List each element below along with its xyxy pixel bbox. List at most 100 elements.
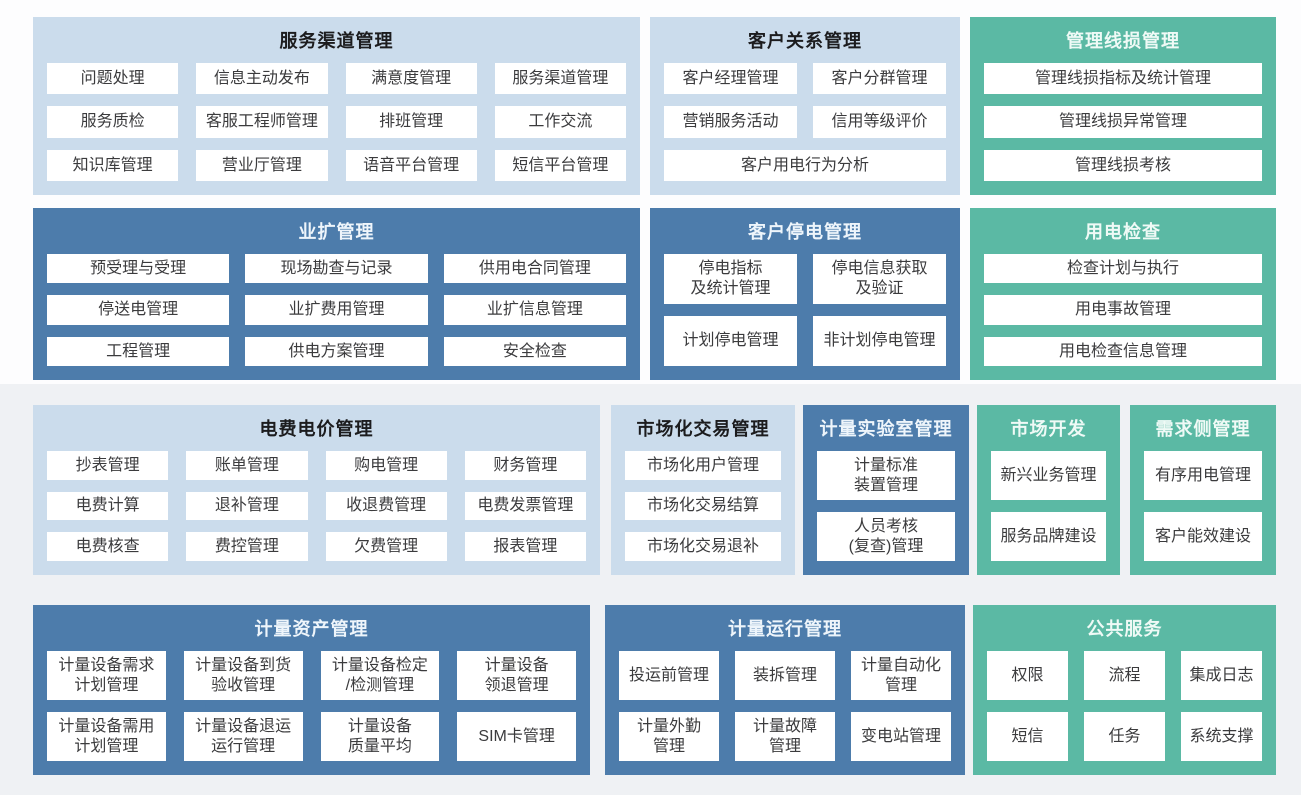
- module-item: 供电方案管理: [245, 336, 428, 366]
- panel-items: 管理线损指标及统计管理管理线损异常管理管理线损考核: [970, 63, 1276, 195]
- module-item: 报表管理: [464, 532, 586, 561]
- panel-title: 业扩管理: [298, 222, 375, 242]
- module-item: 任务: [1084, 712, 1165, 761]
- panel-metering-lab-mgmt: 计量实验室管理 计量标准 装置管理人员考核 (复查)管理: [803, 405, 969, 575]
- panel-electricity-fee-price-mgmt: 电费电价管理 抄表管理账单管理购电管理财务管理电费计算退补管理收退费管理电费发票…: [33, 405, 600, 575]
- module-item: 计量设备检定 /检测管理: [320, 651, 440, 700]
- panel-title: 客户停电管理: [748, 222, 862, 242]
- module-item: 财务管理: [464, 451, 586, 480]
- module-item: 投运前管理: [619, 651, 719, 700]
- module-item: 费控管理: [186, 532, 308, 561]
- module-item: 非计划停电管理: [813, 316, 946, 366]
- module-item: 客户用电行为分析: [664, 149, 946, 181]
- panel-customer-outage-mgmt: 客户停电管理 停电指标 及统计管理停电信息获取 及验证计划停电管理非计划停电管理: [650, 208, 960, 380]
- panel-items: 市场化用户管理市场化交易结算市场化交易退补: [611, 451, 795, 575]
- panel-customer-relationship-mgmt: 客户关系管理 客户经理管理客户分群管理营销服务活动信用等级评价客户用电行为分析: [650, 17, 960, 195]
- module-item: 客户分群管理: [813, 63, 946, 95]
- module-item: 有序用电管理: [1144, 451, 1262, 500]
- module-item: 现场勘查与记录: [245, 254, 428, 284]
- module-item: 客服工程师管理: [196, 106, 328, 138]
- module-item: 用电检查信息管理: [984, 336, 1262, 366]
- module-item: SIM卡管理: [457, 712, 576, 761]
- module-item: 计量标准 装置管理: [817, 451, 955, 500]
- panel-items: 计量标准 装置管理人员考核 (复查)管理: [803, 451, 969, 575]
- panel-items: 停电指标 及统计管理停电信息获取 及验证计划停电管理非计划停电管理: [650, 254, 960, 380]
- module-item: 计量设备退运 运行管理: [183, 712, 303, 761]
- panel-title: 市场化交易管理: [636, 419, 770, 439]
- panel-title: 客户关系管理: [748, 31, 862, 51]
- panel-items: 新兴业务管理服务品牌建设: [977, 451, 1120, 575]
- module-item: 营销服务活动: [664, 106, 797, 138]
- module-item: 人员考核 (复查)管理: [817, 512, 955, 561]
- panel-business-expansion-mgmt: 业扩管理 预受理与受理现场勘查与记录供用电合同管理停送电管理业扩费用管理业扩信息…: [33, 208, 640, 380]
- module-item: 流程: [1084, 651, 1165, 700]
- module-item: 排班管理: [345, 106, 477, 138]
- module-item: 业扩信息管理: [443, 295, 626, 325]
- panel-items: 有序用电管理客户能效建设: [1130, 451, 1276, 575]
- panel-demand-side-mgmt: 需求侧管理 有序用电管理客户能效建设: [1130, 405, 1276, 575]
- module-item: 检查计划与执行: [984, 254, 1262, 284]
- module-item: 计量设备需求 计划管理: [47, 651, 166, 700]
- panel-title: 计量实验室管理: [819, 419, 953, 439]
- module-item: 计划停电管理: [664, 316, 797, 366]
- module-item: 计量外勤 管理: [619, 712, 719, 761]
- module-item: 知识库管理: [47, 149, 179, 181]
- module-item: 满意度管理: [345, 63, 477, 95]
- module-item: 计量故障 管理: [735, 712, 835, 761]
- module-item: 供用电合同管理: [443, 254, 626, 284]
- module-item: 计量设备需用 计划管理: [47, 712, 166, 761]
- panel-title: 服务渠道管理: [279, 31, 394, 51]
- module-item: 计量设备到货 验收管理: [183, 651, 303, 700]
- module-item: 客户能效建设: [1144, 512, 1262, 561]
- module-item: 电费发票管理: [464, 491, 586, 521]
- module-item: 工程管理: [47, 336, 230, 366]
- module-item: 市场化交易退补: [625, 532, 781, 561]
- module-item: 抄表管理: [47, 451, 169, 480]
- panel-items: 客户经理管理客户分群管理营销服务活动信用等级评价客户用电行为分析: [650, 63, 960, 195]
- module-item: 服务质检: [47, 106, 179, 138]
- module-item: 服务渠道管理: [494, 63, 626, 95]
- module-item: 计量设备 质量平均: [320, 712, 440, 761]
- panel-title: 公共服务: [1086, 619, 1163, 639]
- module-item: 装拆管理: [735, 651, 835, 700]
- module-item: 权限: [987, 651, 1068, 700]
- module-item: 用电事故管理: [984, 295, 1262, 325]
- panel-public-services: 公共服务 权限流程集成日志短信任务系统支撑: [973, 605, 1276, 775]
- panel-title: 用电检查: [1085, 222, 1161, 242]
- module-item: 服务品牌建设: [991, 512, 1106, 561]
- panel-market-development: 市场开发 新兴业务管理服务品牌建设: [977, 405, 1120, 575]
- module-item: 短信平台管理: [494, 149, 626, 181]
- module-item: 信息主动发布: [196, 63, 328, 95]
- module-item: 电费计算: [47, 491, 169, 521]
- panel-items: 抄表管理账单管理购电管理财务管理电费计算退补管理收退费管理电费发票管理电费核查费…: [33, 451, 600, 575]
- panel-power-use-inspection: 用电检查 检查计划与执行用电事故管理用电检查信息管理: [970, 208, 1276, 380]
- module-item: 新兴业务管理: [991, 451, 1106, 500]
- module-item: 语音平台管理: [345, 149, 477, 181]
- module-item: 短信: [987, 712, 1068, 761]
- panel-title: 电费电价管理: [259, 419, 374, 439]
- panel-items: 问题处理信息主动发布满意度管理服务渠道管理服务质检客服工程师管理排班管理工作交流…: [33, 63, 640, 195]
- module-item: 电费核查: [47, 532, 169, 561]
- panel-items: 预受理与受理现场勘查与记录供用电合同管理停送电管理业扩费用管理业扩信息管理工程管…: [33, 254, 640, 380]
- module-item: 变电站管理: [851, 712, 951, 761]
- module-item: 预受理与受理: [47, 254, 230, 284]
- panel-items: 计量设备需求 计划管理计量设备到货 验收管理计量设备检定 /检测管理计量设备 领…: [33, 651, 590, 775]
- module-item: 系统支撑: [1181, 712, 1262, 761]
- module-item: 问题处理: [47, 63, 179, 95]
- module-item: 购电管理: [325, 451, 447, 480]
- panel-title: 计量资产管理: [254, 619, 369, 639]
- panel-title: 市场开发: [1010, 419, 1087, 439]
- panel-service-channel-mgmt: 服务渠道管理 问题处理信息主动发布满意度管理服务渠道管理服务质检客服工程师管理排…: [33, 17, 640, 195]
- panel-market-trading-mgmt: 市场化交易管理 市场化用户管理市场化交易结算市场化交易退补: [611, 405, 795, 575]
- panel-title: 需求侧管理: [1155, 419, 1251, 439]
- module-item: 安全检查: [443, 336, 626, 366]
- module-item: 营业厅管理: [196, 149, 328, 181]
- module-item: 收退费管理: [325, 491, 447, 521]
- module-item: 市场化用户管理: [625, 451, 781, 480]
- module-item: 停电信息获取 及验证: [813, 254, 946, 304]
- module-item: 管理线损异常管理: [984, 106, 1262, 138]
- module-item: 集成日志: [1181, 651, 1262, 700]
- panel-items: 权限流程集成日志短信任务系统支撑: [973, 651, 1276, 775]
- module-item: 停电指标 及统计管理: [664, 254, 797, 304]
